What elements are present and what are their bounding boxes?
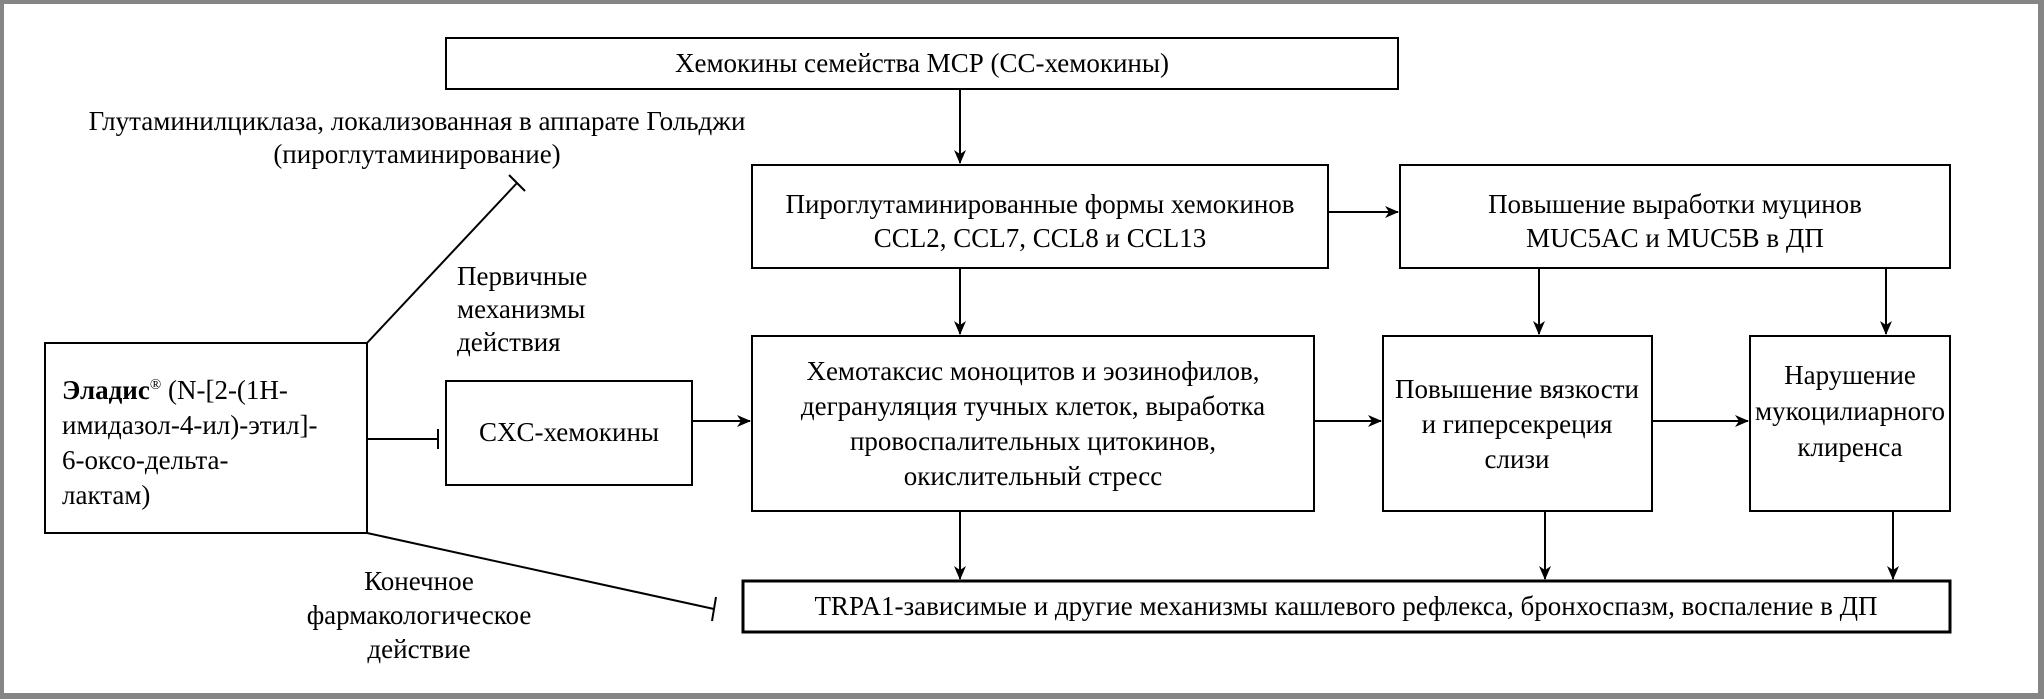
- drug-line-4: лактам): [62, 480, 150, 510]
- node-mcp-text: Хемокины семейства МСР (СС-хемокины): [675, 48, 1169, 78]
- node-clearance-line-1: Нарушение: [1784, 360, 1916, 390]
- node-cxc-text: CXC-хемокины: [479, 417, 659, 447]
- node-viscosity-line-3: слизи: [1484, 444, 1549, 474]
- node-cxc-chemokines: CXC-хемокины: [445, 380, 693, 486]
- label-primary-mechanisms: Первичные механизмы действия: [457, 261, 587, 357]
- node-eladis-drug: Эладис® (N-[2-(1H- имидазол-4-ил)-этил]-…: [44, 342, 368, 534]
- node-pyroglutamate-forms: Пироглутаминированные формы хемокинов CC…: [751, 164, 1329, 269]
- node-clearance-line-3: клиренса: [1797, 432, 1902, 462]
- node-trpa1-text: TRPA1-зависимые и другие механизмы кашле…: [814, 591, 1877, 621]
- node-chemotaxis: Хемотаксис моноцитов и эозинофилов, дегр…: [751, 335, 1315, 512]
- node-pyroglutamate-line-1: Пироглутаминированные формы хемокинов: [785, 189, 1294, 219]
- drug-name: Эладис: [62, 375, 150, 405]
- label-final-line-3: действие: [367, 634, 470, 664]
- node-chemotaxis-line-3: провоспалительных цитокинов,: [850, 426, 1216, 456]
- label-glutaminyl-cyclase: Глутаминилциклаза, локализованная в аппа…: [89, 106, 746, 169]
- node-mucociliary-clearance: Нарушение мукоцилиарного клиренса: [1749, 335, 1951, 512]
- connectors: [366, 89, 1899, 622]
- label-glutaminyl-cyclase-line-2: (пироглутаминирование): [273, 139, 560, 169]
- node-trpa1-mechanisms: TRPA1-зависимые и другие механизмы кашле…: [741, 579, 1952, 634]
- inhibit-drug-to-glutaminyl-cyclase: [366, 182, 518, 344]
- node-mucin-production: Повышение выработки муцинов MUC5AC и MUC…: [1399, 164, 1951, 269]
- label-glutaminyl-cyclase-line-1: Глутаминилциклаза, локализованная в аппа…: [89, 106, 746, 136]
- drug-line-1: Эладис® (N-[2-(1H-: [62, 375, 288, 405]
- label-primary-line-2: механизмы: [457, 294, 585, 324]
- node-viscosity-line-2: и гиперсекреция: [1422, 409, 1613, 439]
- label-final-line-1: Конечное: [364, 566, 474, 596]
- drug-line-3: 6-оксо-дельта-: [62, 445, 229, 475]
- node-mucus-viscosity: Повышение вязкости и гиперсекреция слизи: [1382, 335, 1653, 512]
- label-primary-line-1: Первичные: [457, 261, 587, 291]
- label-final-line-2: фармакологическое: [307, 600, 532, 630]
- drug-line-2: имидазол-4-ил)-этил]-: [62, 410, 318, 440]
- inhibit-bar-glutaminyl-cyclase: [508, 174, 526, 192]
- drug-formula-1: (N-[2-(1H-: [161, 375, 288, 405]
- label-primary-line-3: действия: [457, 327, 561, 357]
- node-mucins-line-2: MUC5AC и MUC5B в ДП: [1526, 223, 1824, 253]
- node-chemotaxis-line-1: Хемотаксис моноцитов и эозинофилов,: [806, 356, 1259, 386]
- node-mucins-line-1: Повышение выработки муцинов: [1488, 189, 1862, 219]
- node-clearance-line-2: мукоцилиарного: [1755, 396, 1945, 426]
- label-final-action: Конечное фармакологическое действие: [307, 566, 532, 664]
- node-viscosity-line-1: Повышение вязкости: [1395, 374, 1639, 404]
- node-chemotaxis-line-4: окислительный стресс: [904, 461, 1163, 491]
- registered-mark: ®: [150, 377, 161, 393]
- inhibit-drug-to-trpa1: [366, 532, 715, 610]
- node-mcp-chemokines: Хемокины семейства МСР (СС-хемокины): [445, 37, 1399, 90]
- node-pyroglutamate-line-2: CCL2, CCL7, CCL8 и CCL13: [874, 223, 1207, 253]
- inhibit-bar-trpa1: [711, 596, 717, 622]
- node-chemotaxis-line-2: дегрануляция тучных клеток, выработка: [801, 391, 1265, 421]
